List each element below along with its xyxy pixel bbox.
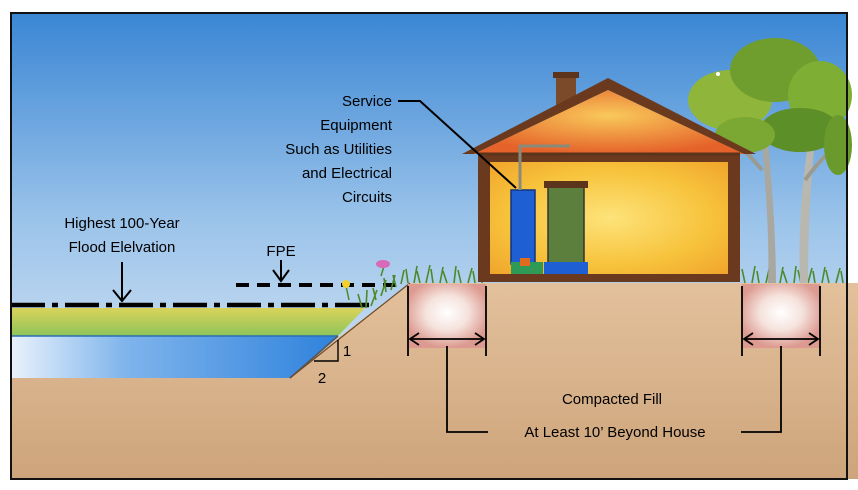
fpe-arrow — [272, 260, 290, 283]
footing-left — [408, 284, 486, 348]
service-label-line4: and Electrical — [302, 165, 392, 182]
service-label-line2: Equipment — [320, 117, 393, 134]
flood-arrow — [112, 262, 132, 303]
compacted-fill-label: Compacted Fill — [562, 391, 662, 408]
trees-icon — [688, 38, 852, 283]
furnace-icon — [544, 181, 588, 274]
flood-zone-band — [11, 308, 365, 336]
beyond-house-label: At Least 10’ Beyond House — [524, 424, 705, 441]
flower-icon — [342, 260, 390, 301]
slope-rise-label: 1 — [343, 343, 351, 360]
floodwater — [11, 336, 338, 378]
service-leader-line — [398, 100, 517, 189]
service-label-line3: Such as Utilities — [285, 141, 392, 158]
service-label-line1: Service — [342, 93, 392, 110]
flood-label-line1: Highest 100-Year — [64, 215, 179, 232]
slope-run-label: 2 — [318, 370, 326, 387]
flood-label-line2: Flood Elelvation — [69, 239, 176, 256]
house-icon — [462, 72, 756, 282]
fpe-label: FPE — [266, 243, 295, 260]
grass — [357, 264, 844, 309]
service-label-line5: Circuits — [342, 189, 392, 206]
fill-dimension-markers — [407, 286, 821, 433]
slope-ratio-marker — [314, 340, 339, 362]
footing-right — [742, 284, 820, 348]
diagram-border — [10, 12, 848, 480]
compacted-fill-ground — [11, 283, 858, 479]
water-heater-icon — [510, 144, 570, 274]
